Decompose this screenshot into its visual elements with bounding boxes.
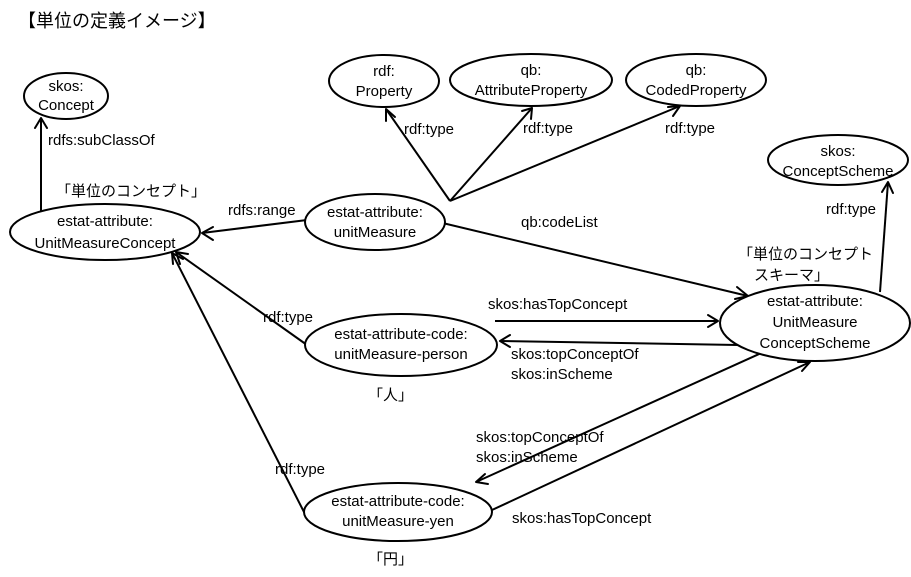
edge-label-type-person: rdf:type [263,309,313,326]
edge-type-yen [171,252,306,515]
svg-text:estat-attribute:: estat-attribute: [327,204,423,221]
node-unit-measure-person: estat-attribute-code: unitMeasure-person [304,313,498,377]
node-rdf-property: rdf: Property [328,54,440,108]
edge-has-top-yen [491,361,811,511]
edge-label-codelist: qb:codeList [521,214,599,231]
edge-top-of-yen [475,349,769,483]
edge-label-type-scheme: rdf:type [826,201,876,218]
svg-text:UnitMeasure: UnitMeasure [772,314,857,331]
edge-label-has-top-yen: skos:hasTopConcept [512,510,652,527]
node-unit-measure: estat-attribute: unitMeasure [304,193,446,251]
svg-text:Concept: Concept [38,97,95,114]
edge-type-scheme [879,181,889,293]
edge-label-top-of-person-2: skos:inScheme [511,366,613,383]
edge-type-coded [449,105,681,202]
svg-text:CodedProperty: CodedProperty [646,82,747,99]
svg-text:qb:: qb: [686,62,707,79]
note-unit-scheme-2: スキーマ」 [754,267,829,284]
edge-subclassof [34,117,48,212]
node-unit-measure-concept: estat-attribute: UnitMeasureConcept [9,203,201,261]
svg-text:estat-attribute:: estat-attribute: [767,293,863,310]
edge-type-attribute [449,107,533,202]
edge-label-type-coded: rdf:type [665,120,715,137]
svg-text:rdf:: rdf: [373,63,395,80]
edge-label-type-attribute: rdf:type [523,120,573,137]
node-qb-attribute-property: qb: AttributeProperty [449,53,613,107]
svg-text:skos:: skos: [820,143,855,160]
edge-label-range: rdfs:range [228,202,296,219]
edge-label-top-of-person-1: skos:topConceptOf [511,346,639,363]
note-person: 「人」 [368,387,413,404]
node-unit-measure-yen: estat-attribute-code: unitMeasure-yen [303,482,493,542]
svg-text:skos:: skos: [48,78,83,95]
page-title: 【単位の定義イメージ】 [18,11,216,31]
note-unit-concept: 「単位のコンセプト」 [56,183,206,200]
node-skos-concept: skos: Concept [23,72,109,120]
svg-text:ConceptScheme: ConceptScheme [783,163,894,180]
edge-label-type-property: rdf:type [404,121,454,138]
svg-text:unitMeasure-person: unitMeasure-person [334,346,467,363]
node-qb-coded-property: qb: CodedProperty [625,53,767,107]
edge-label-subclassof: rdfs:subClassOf [48,132,156,149]
svg-text:estat-attribute-code:: estat-attribute-code: [331,493,464,510]
edge-label-top-of-yen-1: skos:topConceptOf [476,429,604,446]
edge-range [201,219,308,234]
svg-text:Property: Property [356,83,413,100]
edge-label-top-of-yen-2: skos:inScheme [476,449,578,466]
svg-text:estat-attribute-code:: estat-attribute-code: [334,326,467,343]
node-unit-measure-concept-scheme: estat-attribute: UnitMeasure ConceptSche… [719,284,911,362]
edge-label-has-top-person: skos:hasTopConcept [488,296,628,313]
note-unit-scheme-1: 「単位のコンセプト [738,246,873,263]
svg-text:qb:: qb: [521,62,542,79]
svg-text:unitMeasure: unitMeasure [334,224,417,241]
edge-top-of-person [499,340,739,346]
edge-codelist [429,219,749,297]
svg-text:unitMeasure-yen: unitMeasure-yen [342,513,454,530]
edge-type-person [175,251,308,346]
edge-label-type-yen: rdf:type [275,461,325,478]
node-skos-concept-scheme: skos: ConceptScheme [767,134,909,186]
note-yen: 「円」 [368,551,413,568]
edge-type-property [385,108,451,202]
svg-text:estat-attribute:: estat-attribute: [57,213,153,230]
svg-text:AttributeProperty: AttributeProperty [475,82,588,99]
svg-text:UnitMeasureConcept: UnitMeasureConcept [35,235,177,252]
svg-text:ConceptScheme: ConceptScheme [760,335,871,352]
